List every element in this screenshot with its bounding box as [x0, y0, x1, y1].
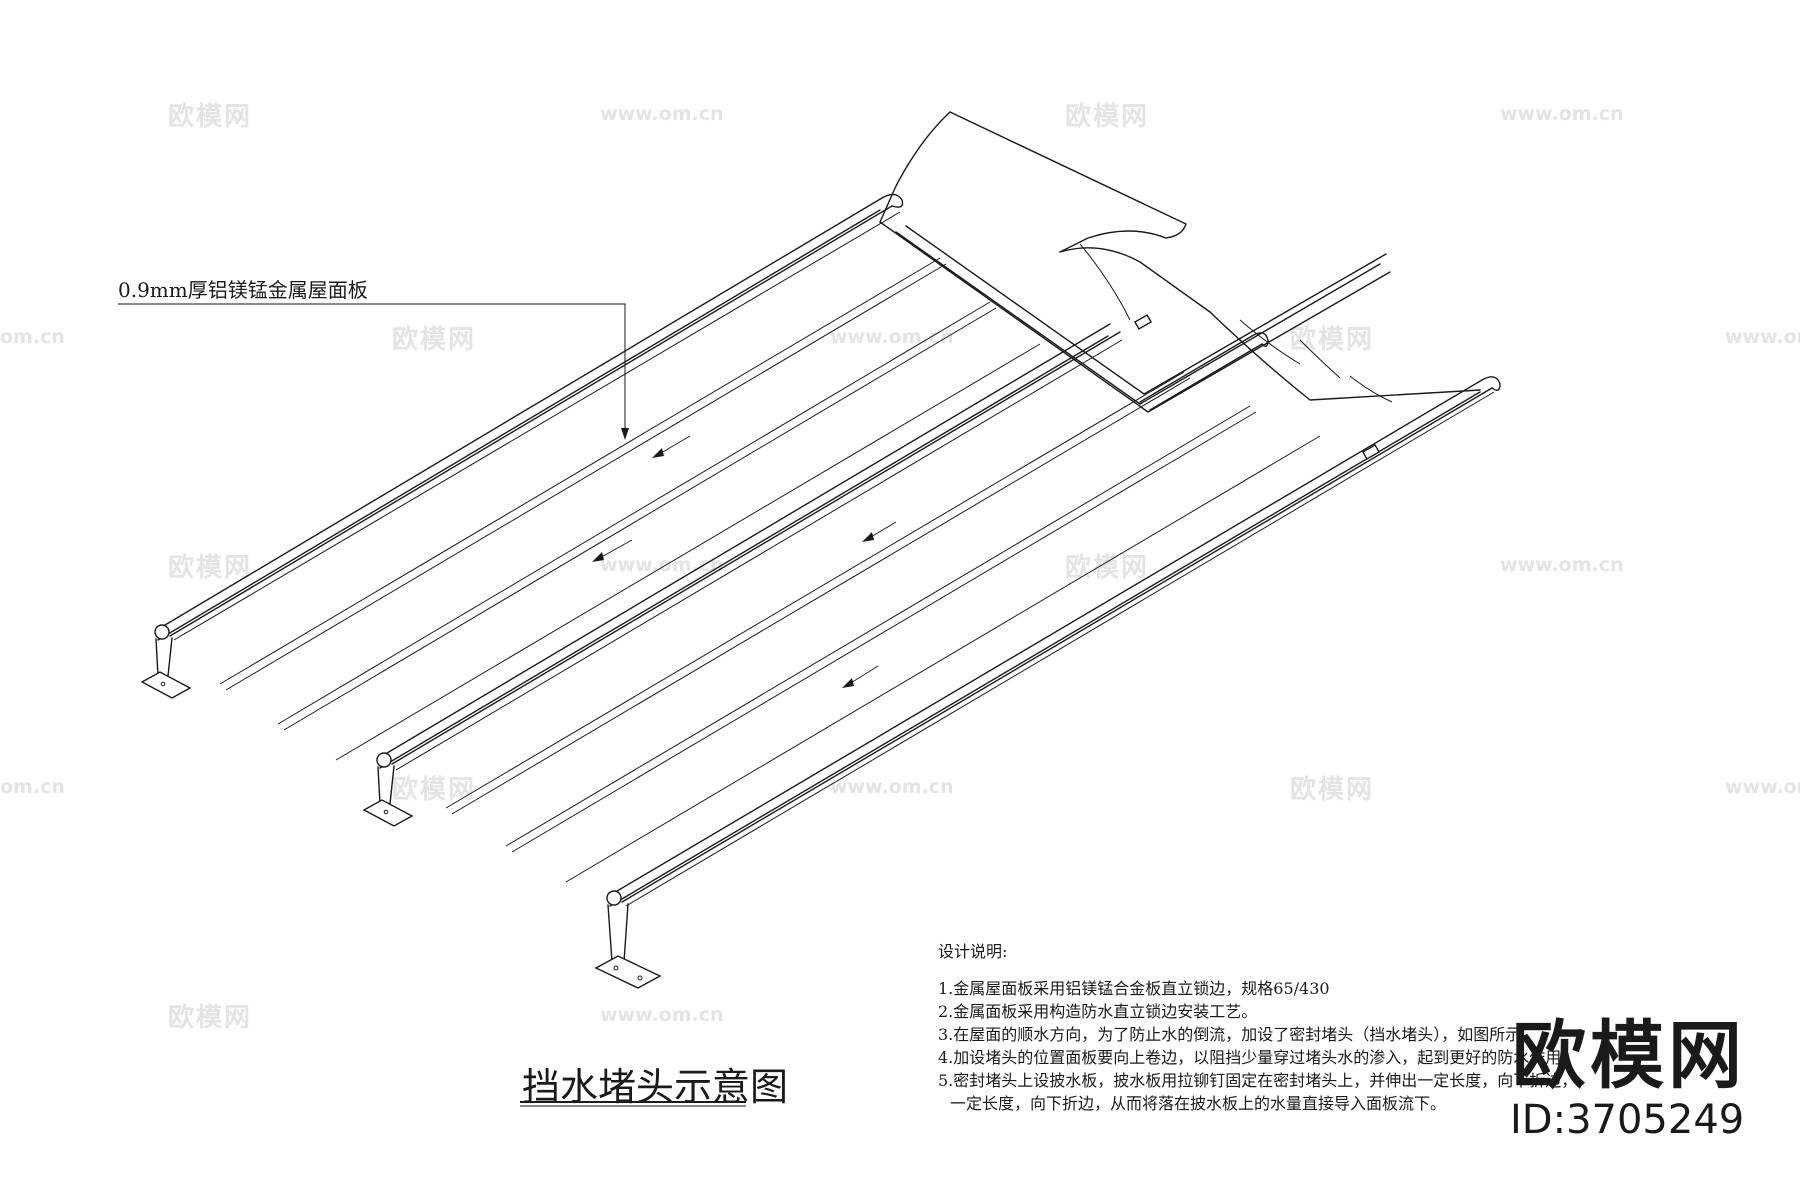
flow-arrow [592, 539, 633, 562]
watermark-text: 欧模网 [1290, 775, 1375, 805]
watermark-url: www.om.cn [600, 1004, 724, 1026]
design-note-item: 4.加设堵头的位置面板要向上卷边，以阻挡少量穿过堵头水的渗入，起到更好的防水作用… [938, 1048, 1578, 1067]
watermark-url: www.om.cn [600, 554, 724, 576]
standing-seam-rib [606, 376, 1501, 963]
watermark-text: 欧模网 [168, 102, 253, 132]
flow-arrow [842, 665, 879, 688]
watermark-text: 欧模网 [168, 553, 253, 583]
watermark-url: www.om.cn [830, 776, 954, 798]
flow-arrow [862, 521, 897, 542]
callout-label: 0.9mm厚铝镁锰金属屋面板 [118, 278, 368, 302]
upper-flashing-sheet [879, 111, 1481, 403]
standing-seam-rib [376, 323, 1121, 805]
flow-arrow [652, 435, 691, 458]
panel-stiffener-grooves [173, 211, 1495, 907]
watermark-text: 欧模网 [392, 325, 477, 355]
design-notes-heading: 设计说明: [938, 942, 1008, 961]
design-note-item: 一定长度，向下折边，从而将落在披水板上的水量直接导入面板流下。 [950, 1094, 1447, 1113]
watermark-url: om.cn [0, 776, 65, 798]
watermark-url: om.cn [0, 326, 65, 348]
watermark-url: www.om.cn [1500, 554, 1624, 576]
rib-base-clip [362, 799, 414, 827]
design-notes: 设计说明: 1.金属屋面板采用铝镁锰合金板直立锁边，规格65/430 2.金属面… [938, 940, 1628, 1115]
watermark-text: 欧模网 [1065, 102, 1150, 132]
watermark-url: www.om.cn [1500, 103, 1624, 125]
rib-base-clip [594, 955, 662, 989]
watermark-text: 欧模网 [1290, 325, 1375, 355]
watermark-text: 欧模网 [168, 1003, 253, 1033]
watermark-url: www.om.cn [600, 103, 724, 125]
design-note-item: 3.在屋面的顺水方向，为了防止水的倒流，加设了密封堵头（挡水堵头），如图所示。 [938, 1025, 1538, 1044]
title-underline [520, 1101, 746, 1107]
standing-seam-rib [154, 193, 904, 677]
watermark-url: www.om.cn [1725, 326, 1800, 348]
water-stop-end-cap [879, 221, 1391, 460]
standing-seam-rib [1139, 332, 1269, 411]
design-note-item: 5.密封堵头上设披水板，披水板用拉铆钉固定在密封堵头上，并伸出一定长度，向下折边… [938, 1071, 1578, 1090]
rib-base-clip [140, 671, 192, 699]
brand-badge: 欧模网 ID:3705249 [1510, 1013, 1746, 1143]
design-note-item: 1.金属屋面板采用铝镁锰合金板直立锁边，规格65/430 [938, 979, 1330, 998]
brand-logo-text: 欧模网 [1512, 1013, 1746, 1099]
watermark-text: 欧模网 [1065, 553, 1150, 583]
design-note-item: 2.金属面板采用构造防水直立锁边安装工艺。 [938, 1002, 1258, 1021]
model-id: ID:3705249 [1510, 1097, 1745, 1143]
watermark-url: www.om.cn [1725, 776, 1800, 798]
callout-leader [118, 303, 629, 440]
